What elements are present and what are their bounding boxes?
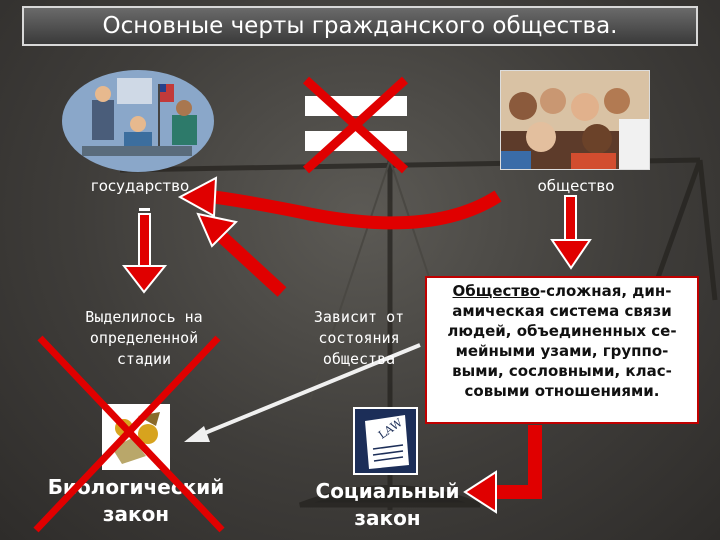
social-line-2: закон <box>300 505 475 532</box>
biology-illustration <box>102 404 170 470</box>
society-definition-box: Общество-сложная, дин- амическая система… <box>425 276 699 424</box>
biology-image <box>102 404 170 470</box>
separated-text: Выделилось на определенной стадии <box>40 307 248 370</box>
depends-text: Зависит от состояния общества <box>300 307 418 370</box>
biological-law-text: Биологический закон <box>30 474 242 528</box>
definition-line-6: совыми отношениями. <box>429 381 695 401</box>
biological-line-1: Биологический <box>30 474 242 501</box>
law-scroll-icon: LAW <box>355 409 416 473</box>
definition-rest-line1: -сложная, дин- <box>540 282 672 300</box>
definition-line-4: мейными узами, группо- <box>429 341 695 361</box>
law-icon-image: LAW <box>353 407 418 475</box>
society-image <box>500 70 650 170</box>
definition-line-2: амическая система связи <box>429 301 695 321</box>
separated-line-2: определенной <box>40 328 248 349</box>
separated-line-3: стадии <box>40 349 248 370</box>
people-group-photo <box>501 71 649 169</box>
state-label: государство <box>60 177 220 195</box>
separated-line-1: Выделилось на <box>40 307 248 328</box>
depends-line-2: состояния <box>300 328 418 349</box>
page-title: Основные черты гражданского общества. <box>22 6 698 46</box>
depends-line-3: общества <box>300 349 418 370</box>
definition-line-1: Общество-сложная, дин- <box>429 281 695 301</box>
biological-line-2: закон <box>30 501 242 528</box>
social-line-1: Социальный <box>300 478 475 505</box>
society-label: общество <box>496 177 656 195</box>
definition-term: Общество <box>453 282 540 300</box>
state-image <box>62 70 214 172</box>
definition-line-3: людей, объединенных се- <box>429 321 695 341</box>
definition-line-5: выми, сословными, клас- <box>429 361 695 381</box>
government-meeting-illustration <box>62 70 214 172</box>
social-law-text: Социальный закон <box>300 478 475 532</box>
depends-line-1: Зависит от <box>300 307 418 328</box>
